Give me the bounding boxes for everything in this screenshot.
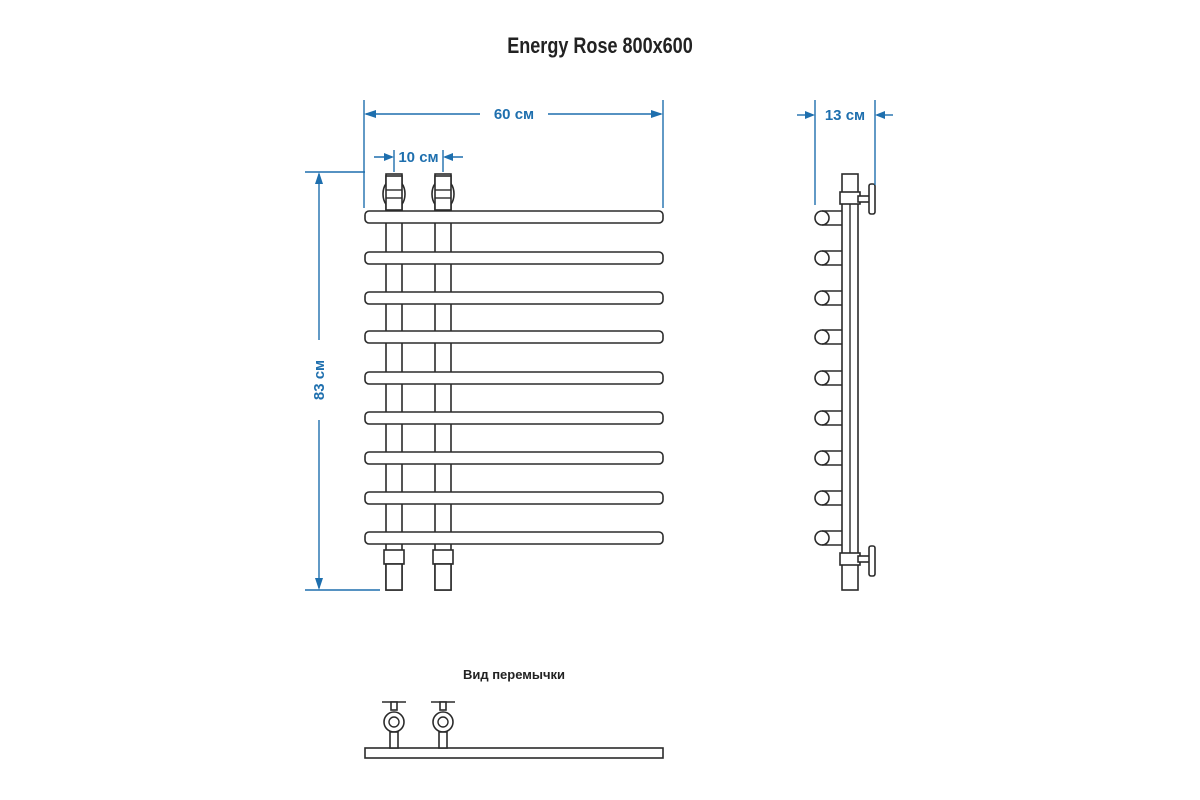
width-label: 60 см: [494, 106, 534, 123]
bridge-view-label: Вид перемычки: [463, 667, 565, 682]
bar-8: [364, 491, 664, 505]
side-bottom-valve-handle: [857, 545, 876, 577]
bar-2: [364, 251, 664, 265]
bridge-left-valve: [382, 701, 406, 749]
bar-9: [364, 531, 664, 545]
bridge-view: Вид перемычки: [364, 667, 664, 759]
horizontal-bars: [364, 210, 664, 545]
bar-ends: [814, 210, 830, 546]
side-top-valve-handle: [857, 183, 876, 215]
side-view: [814, 173, 876, 591]
right-bottom-fitting: [432, 549, 454, 591]
bridge-right-valve: [431, 701, 455, 749]
pipe-spacing-label: 10 см: [398, 149, 438, 166]
depth-label: 13 см: [825, 107, 865, 124]
bar-1: [364, 210, 664, 224]
depth-dimension: 13 см: [797, 100, 893, 205]
height-dimension: 83 см: [305, 171, 380, 591]
bar-4: [364, 330, 664, 344]
front-view: [364, 173, 664, 591]
side-bottom-fitting: [839, 552, 861, 566]
left-top-valve: [382, 175, 406, 211]
left-bottom-fitting: [383, 549, 405, 591]
width-dimension: 60 см: [363, 100, 664, 208]
bar-6: [364, 411, 664, 425]
right-top-valve: [431, 175, 455, 211]
side-top-fitting: [839, 191, 861, 205]
diagram-title: Energy Rose 800x600: [507, 33, 693, 58]
bar-5: [364, 371, 664, 385]
bar-stubs: [822, 210, 842, 546]
height-label: 83 см: [311, 360, 328, 400]
bridge-bar: [364, 747, 664, 759]
bar-7: [364, 451, 664, 465]
bar-3: [364, 291, 664, 305]
pipe-spacing-dimension: 10 см: [374, 149, 463, 172]
